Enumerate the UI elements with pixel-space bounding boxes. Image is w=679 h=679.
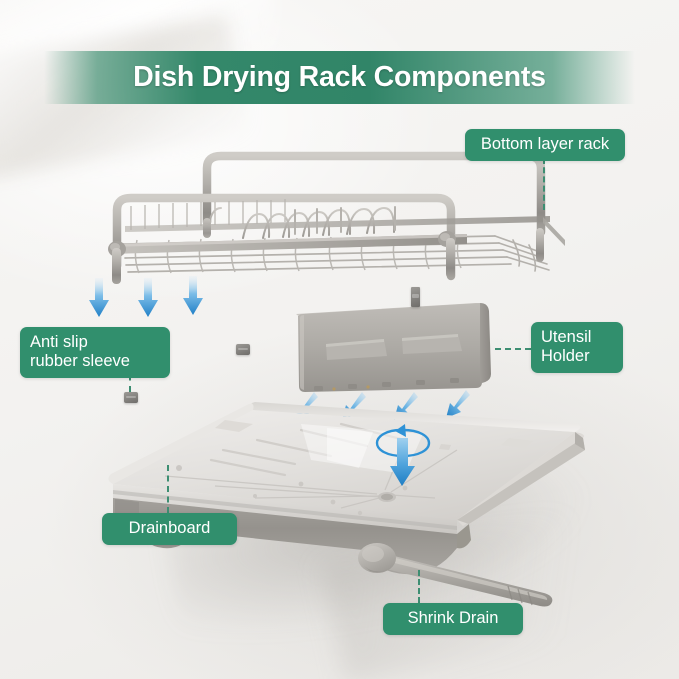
rack-back-rim — [125, 216, 550, 232]
drainboard-front-groove — [113, 490, 457, 530]
holder-hanger-stub — [411, 287, 420, 307]
drain-tube-highlight — [383, 556, 548, 600]
drainboard-sheen-2 — [327, 428, 373, 468]
rack-dividers — [294, 206, 396, 235]
rubber-sleeve-chip-2 — [124, 392, 138, 403]
title-banner: Dish Drying Rack Components — [44, 51, 635, 104]
holder-detail-dot-1 — [332, 387, 336, 391]
rack-back-rail — [202, 151, 546, 237]
holder-bottom-tabs — [314, 378, 459, 391]
holder-front-face — [298, 303, 482, 392]
connector-utensil-holder — [495, 348, 531, 350]
label-shrink-drain[interactable]: Shrink Drain — [383, 603, 523, 635]
holder-detail-dot-2 — [366, 385, 370, 389]
drainboard-notch-left — [215, 420, 253, 432]
label-bottom-layer-rack[interactable]: Bottom layer rack — [465, 129, 625, 161]
rack-back-wires — [130, 199, 286, 230]
drainboard-drain-hole-inner — [381, 493, 393, 501]
drainboard-sheen — [301, 424, 423, 474]
drainboard-radial-lines — [164, 441, 458, 509]
holder-right-face — [480, 303, 491, 383]
label-drainboard[interactable]: Drainboard — [102, 513, 237, 545]
assembly-arrow-2 — [137, 278, 159, 318]
drain-head-shadow — [364, 566, 390, 572]
rack-leg-back-right — [536, 228, 544, 262]
shrink-drain-illustration — [358, 538, 573, 610]
drainboard-ribs — [209, 422, 407, 477]
drainboard-skirt-right — [457, 524, 471, 549]
bottom-layer-rack-illustration — [95, 148, 585, 298]
drainboard-back-rim — [250, 402, 581, 432]
holder-rib-left-highlight — [326, 339, 384, 347]
rack-leg-front-right — [446, 238, 455, 278]
drainboard-right-wall — [457, 438, 585, 524]
connector-drainboard — [167, 465, 169, 513]
rack-leg-back-left — [203, 218, 211, 238]
drainboard-top-surface — [113, 410, 575, 520]
rack-front-rail — [112, 193, 456, 281]
rack-leg-front-left — [112, 248, 121, 284]
drain-head-highlight — [362, 546, 384, 562]
drainboard-right-corner — [575, 432, 585, 450]
connector-bottom-layer-rack — [543, 158, 545, 210]
rack-front-rail-highlight — [111, 234, 467, 247]
rubber-sleeve-chip-1 — [236, 344, 250, 355]
holder-arrow-4 — [444, 388, 470, 420]
holder-rib-right-highlight — [402, 334, 458, 341]
drainboard-left-rim — [108, 403, 254, 484]
label-anti-slip-rubber-sleeve[interactable]: Anti slip rubber sleeve — [20, 327, 170, 378]
drainboard-notch-mid — [439, 444, 451, 450]
drainboard-notch-right — [501, 438, 533, 448]
drainboard-illustration — [105, 398, 590, 588]
label-utensil-holder[interactable]: Utensil Holder — [531, 322, 623, 373]
rotation-arrow — [371, 424, 433, 492]
assembly-arrow-1 — [88, 278, 110, 318]
rack-right-rim — [543, 217, 565, 246]
utensil-holder-illustration — [292, 300, 507, 395]
assembly-arrow-3 — [182, 276, 204, 316]
holder-left-highlight — [300, 315, 304, 390]
drain-tip-ridges — [507, 585, 533, 606]
connector-shrink-drain — [418, 570, 420, 603]
page-title: Dish Drying Rack Components — [133, 61, 546, 93]
drainboard-nubs — [176, 465, 408, 516]
